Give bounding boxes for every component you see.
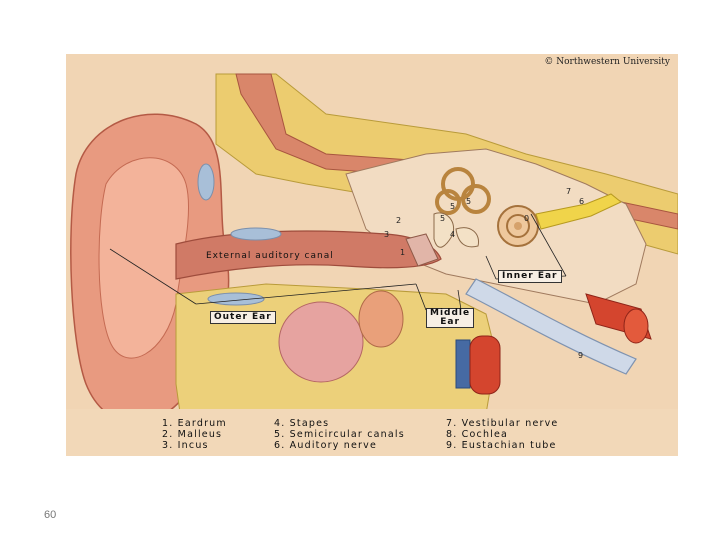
legend-item: 3. Incus [162,440,209,451]
callout-number: 5 [440,214,446,223]
legend-item: 4. Stapes [274,418,330,429]
ear-illustration [66,54,678,456]
inner-ear-label: Inner Ear [498,270,562,283]
callout-number: 6 [579,197,585,206]
middle-ear-label-line2: Ear [440,317,460,327]
legend-item: 6. Auditory nerve [274,440,377,451]
parotid-gland [278,301,364,383]
legend-column-1: 1. Eardrum 2. Malleus 3. Incus [162,418,227,451]
legend-column-3: 7. Vestibular nerve 8. Cochlea 9. Eustac… [446,418,558,451]
external-canal-label: External auditory canal [206,251,334,261]
eardrum [405,233,439,267]
middle-ear-label: Middle Ear [426,308,475,328]
callout-number: 1 [400,248,406,257]
callout-number: 9 [578,351,584,360]
middle-ear-label-line1: Middle [430,308,471,318]
callout-number: 4 [450,230,456,239]
callout-number: 2 [396,216,402,225]
callout-number: 3 [384,230,390,239]
legend-item: 8. Cochlea [446,429,509,440]
copyright-notice: © Northwestern University [544,57,670,67]
page-number: 60 [44,509,57,521]
callout-number: 7 [566,187,572,196]
legend-item: 1. Eardrum [162,418,227,429]
eustachian-tube [465,278,637,375]
outer-ear-label: Outer Ear [210,311,276,324]
legend-item: 7. Vestibular nerve [446,418,559,429]
legend-item: 9. Eustachian tube [446,440,557,451]
ear-canal [175,230,442,280]
ear-anatomy-figure: © Northwestern University External audit… [66,54,678,456]
callout-number: 5 [450,202,456,211]
callout-number: 0 [524,214,530,223]
legend-item: 5. Semicircular canals [274,429,405,440]
nerve-bundle [535,193,622,230]
legend-item: 2. Malleus [162,429,223,440]
callout-number: 5 [466,197,472,206]
legend-column-2: 4. Stapes 5. Semicircular canals 6. Audi… [274,418,405,451]
